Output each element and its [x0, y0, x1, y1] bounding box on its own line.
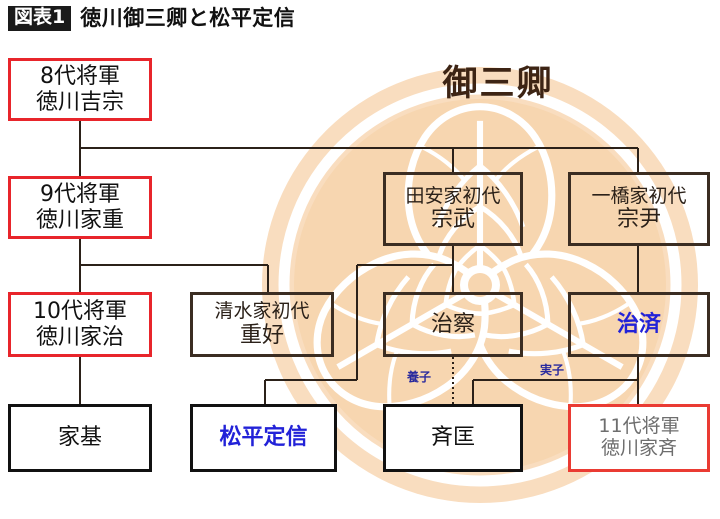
node-harusada-tayasu-jisatsu[interactable]: 治察: [383, 292, 523, 357]
node-line-1: 一橋家初代: [591, 184, 687, 207]
node-line-1: 11代将軍: [598, 415, 680, 438]
node-line-2: 徳川吉宗: [35, 89, 124, 115]
crest-heading-label: 御三卿: [442, 64, 554, 104]
node-line-2: 徳川家治: [35, 324, 124, 350]
node-tayasu-munetake[interactable]: 田安家初代 宗武: [383, 172, 523, 246]
node-line-1: 松平定信: [219, 425, 308, 451]
node-tokugawa-yoshimune[interactable]: 8代将軍 徳川吉宗: [8, 58, 152, 121]
figure-title: 徳川御三卿と松平定信: [80, 5, 296, 30]
node-line-2: 宗尹: [616, 207, 661, 233]
node-line-2: 徳川家斉: [600, 437, 677, 459]
node-tokugawa-ienari[interactable]: 11代将軍 徳川家斉: [568, 404, 710, 472]
node-hitotsubashi-munetada[interactable]: 一橋家初代 宗尹: [568, 172, 710, 246]
node-tokugawa-ieshige[interactable]: 9代将軍 徳川家重: [8, 176, 152, 239]
node-line-1: 斉匡: [430, 425, 475, 451]
node-narimasa[interactable]: 斉匡: [383, 404, 523, 472]
node-shimizu-shigeyoshi[interactable]: 清水家初代 重好: [190, 292, 334, 357]
node-iemoto[interactable]: 家基: [8, 404, 152, 472]
figure-header: 図表1 徳川御三卿と松平定信: [8, 6, 295, 31]
node-hitotsubashi-harusada[interactable]: 治済: [568, 292, 710, 357]
relation-label-adopted: 養子: [407, 370, 432, 384]
node-line-2: 重好: [239, 322, 284, 348]
node-line-2: 宗武: [430, 207, 475, 233]
figure-number-tag: 図表1: [8, 6, 72, 31]
relation-label-biological: 実子: [540, 363, 565, 377]
node-line-1: 家基: [57, 425, 102, 451]
node-line-2: 徳川家重: [35, 207, 124, 233]
node-line-1: 8代将軍: [40, 64, 120, 90]
node-line-1: 10代将軍: [33, 299, 127, 325]
node-line-1: 治察: [430, 311, 475, 337]
node-line-1: 9代将軍: [40, 182, 120, 208]
node-tokugawa-ieharu[interactable]: 10代将軍 徳川家治: [8, 292, 152, 357]
node-line-1: 田安家初代: [405, 184, 501, 207]
node-line-1: 治済: [616, 311, 661, 337]
node-line-1: 清水家初代: [214, 300, 310, 323]
node-matsudaira-sadanobu[interactable]: 松平定信: [190, 404, 337, 472]
